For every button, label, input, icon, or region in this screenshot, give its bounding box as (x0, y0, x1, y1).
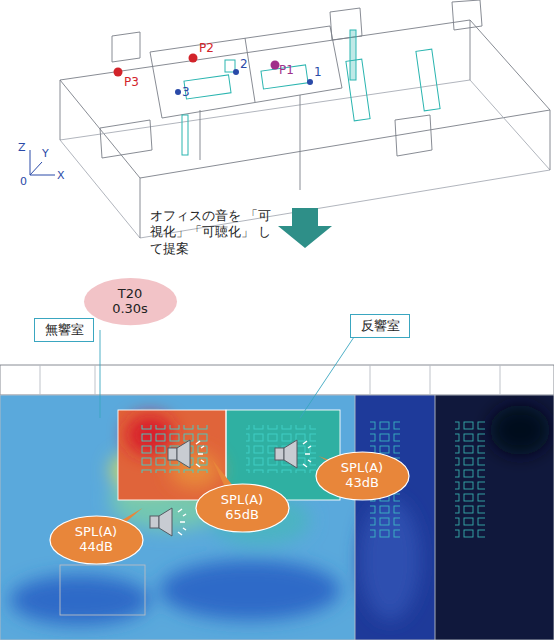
point-label: P1 (279, 64, 294, 78)
axis-label: Z (18, 142, 26, 155)
measurement-points (114, 54, 314, 96)
spl-callout: SPL(A) 44dB (50, 516, 143, 564)
axis-label: 0 (20, 176, 27, 189)
reverb-time-bubble: T20 0.30s (84, 278, 177, 325)
point-label: P2 (199, 42, 214, 56)
room-label-box: 無響室 (34, 318, 94, 342)
wireframe-model (0, 0, 550, 238)
spl-callout: SPL(A) 43dB (316, 452, 409, 500)
sound-map (0, 365, 554, 640)
leader-lines (100, 328, 360, 418)
bubble-shape (84, 278, 177, 325)
axis-label: X (57, 170, 65, 183)
down-arrow (278, 208, 332, 248)
point-label: P3 (124, 76, 139, 90)
furniture (182, 30, 440, 155)
node-text: 無響室 (45, 323, 84, 338)
bubble-shape (50, 516, 143, 564)
node-text: T20 0.30s (100, 287, 160, 317)
node-text: 反響室 (361, 319, 400, 334)
spl-callout: SPL(A) 65dB (196, 484, 289, 532)
speaker-icons (150, 440, 311, 536)
node-text: SPL(A) 43dB (332, 461, 392, 491)
bubble-shape (316, 452, 409, 500)
node-text: SPL(A) 65dB (212, 493, 272, 523)
bubble-shape (196, 484, 289, 532)
point-label: 3 (182, 86, 190, 100)
proposal-text: オフィスの音を 「可視化」「可聴化」 して提案 (150, 208, 280, 257)
axis-label: Y (42, 148, 49, 161)
point-label: 2 (240, 58, 248, 72)
room-label-box: 反響室 (350, 314, 410, 338)
node-text: SPL(A) 44dB (66, 525, 126, 555)
point-label: 1 (314, 66, 322, 80)
